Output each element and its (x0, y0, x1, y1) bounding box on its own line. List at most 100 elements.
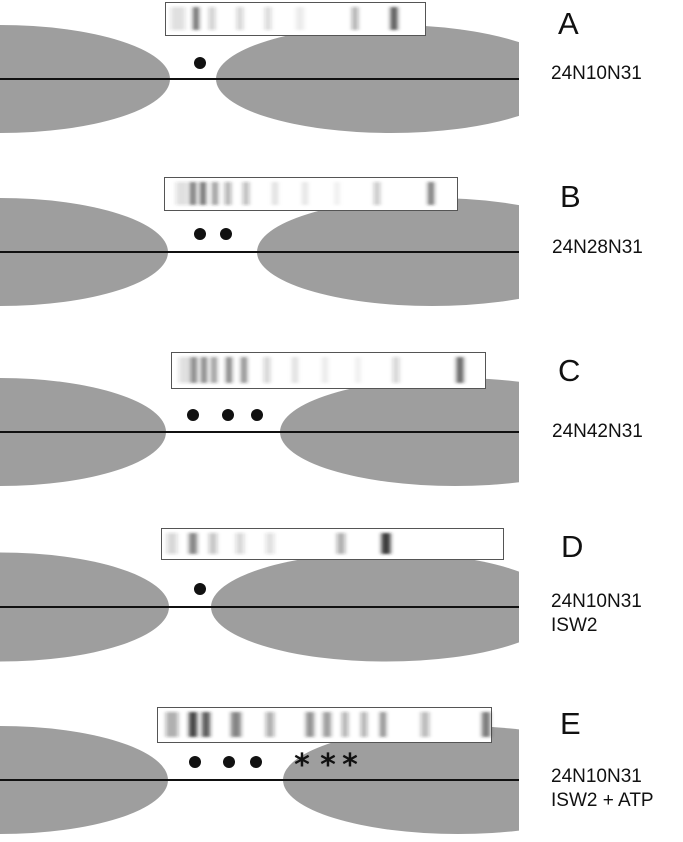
asterisk-marker: * (320, 748, 336, 783)
gel-band (292, 357, 298, 383)
construct-label-line: 24N10N31 (551, 766, 642, 787)
panel-letter-b: B (560, 179, 581, 214)
gel-band (167, 533, 177, 554)
gel-bands (176, 182, 434, 205)
gel-strip (164, 177, 458, 211)
construct-label: 24N28N31 (552, 236, 643, 260)
gel-bands (166, 712, 490, 737)
gel-band (241, 357, 247, 383)
position-dot-marker (194, 57, 206, 69)
panel-letter-a: A (558, 6, 579, 41)
gel-band (361, 712, 367, 737)
gel-bands (167, 533, 391, 554)
gel-band (342, 712, 348, 737)
gel-band (202, 712, 210, 737)
gel-band (374, 182, 380, 205)
construct-label-line: ISW2 (551, 615, 598, 636)
gel-band (265, 7, 271, 30)
gel-band (212, 182, 218, 205)
panel-letter-e: E (560, 706, 581, 741)
gel-bands (171, 7, 398, 30)
position-dot-marker (251, 409, 263, 421)
gel-band (323, 712, 331, 737)
gel-band (306, 712, 314, 737)
gel-band (189, 533, 197, 554)
position-dot-marker (189, 756, 201, 768)
gel-band (190, 182, 196, 205)
gel-band (176, 182, 188, 205)
gel-band (243, 182, 249, 205)
construct-label: 24N10N31 (551, 62, 642, 86)
position-dot-marker (250, 756, 262, 768)
gel-band (302, 182, 308, 205)
gel-bands (179, 357, 464, 383)
gel-strip (157, 707, 492, 743)
gel-frame (165, 2, 426, 36)
panel-d (0, 528, 519, 662)
construct-label-line: 24N10N31 (551, 591, 642, 612)
construct-label-line: 24N28N31 (552, 237, 643, 258)
gel-band (171, 7, 185, 30)
position-dot-marker (187, 409, 199, 421)
gel-band (334, 182, 340, 205)
gel-band (482, 712, 490, 737)
gel-band (231, 712, 241, 737)
gel-band (209, 7, 215, 30)
gel-band (225, 182, 231, 205)
gel-frame (164, 177, 458, 211)
panel-e: *** (0, 707, 519, 834)
gel-band (200, 182, 206, 205)
gel-strip (161, 528, 504, 560)
gel-band (322, 357, 328, 383)
gel-frame (161, 528, 504, 560)
gel-band (166, 712, 178, 737)
gel-band (456, 357, 464, 383)
gel-band (201, 357, 207, 383)
gel-band (380, 712, 386, 737)
panel-b (0, 177, 519, 306)
gel-band (179, 357, 191, 383)
gel-strip (171, 352, 486, 389)
gel-band (193, 7, 199, 30)
panel-letter-d: D (561, 529, 584, 564)
gel-band (266, 712, 274, 737)
gel-band (211, 357, 217, 383)
gel-band (191, 357, 197, 383)
asterisk-marker: * (294, 748, 310, 783)
position-dot-marker (220, 228, 232, 240)
gel-band (264, 357, 270, 383)
position-dot-marker (194, 583, 206, 595)
construct-label: 24N42N31 (552, 420, 643, 444)
gel-band (421, 712, 429, 737)
gel-band (428, 182, 434, 205)
gel-band (236, 533, 244, 554)
panel-a (0, 2, 519, 133)
gel-band (337, 533, 345, 554)
construct-label-line: ISW2 + ATP (551, 790, 654, 811)
gel-band (272, 182, 278, 205)
gel-band (226, 357, 232, 383)
asterisk-marker: * (342, 748, 358, 783)
gel-band (189, 712, 197, 737)
gel-band (209, 533, 217, 554)
gel-band (355, 357, 361, 383)
gel-band (393, 357, 399, 383)
position-dot-marker (223, 756, 235, 768)
gel-band (266, 533, 274, 554)
gel-band (237, 7, 243, 30)
gel-strip (165, 2, 426, 36)
gel-band (296, 7, 304, 30)
gel-band (390, 7, 398, 30)
gel-band (381, 533, 391, 554)
position-dot-marker (194, 228, 206, 240)
position-dot-marker (222, 409, 234, 421)
gel-frame (171, 352, 486, 389)
gel-band (352, 7, 358, 30)
construct-label-line: 24N10N31 (551, 63, 642, 84)
panel-letter-c: C (558, 353, 581, 388)
construct-label-line: 24N42N31 (552, 421, 643, 442)
